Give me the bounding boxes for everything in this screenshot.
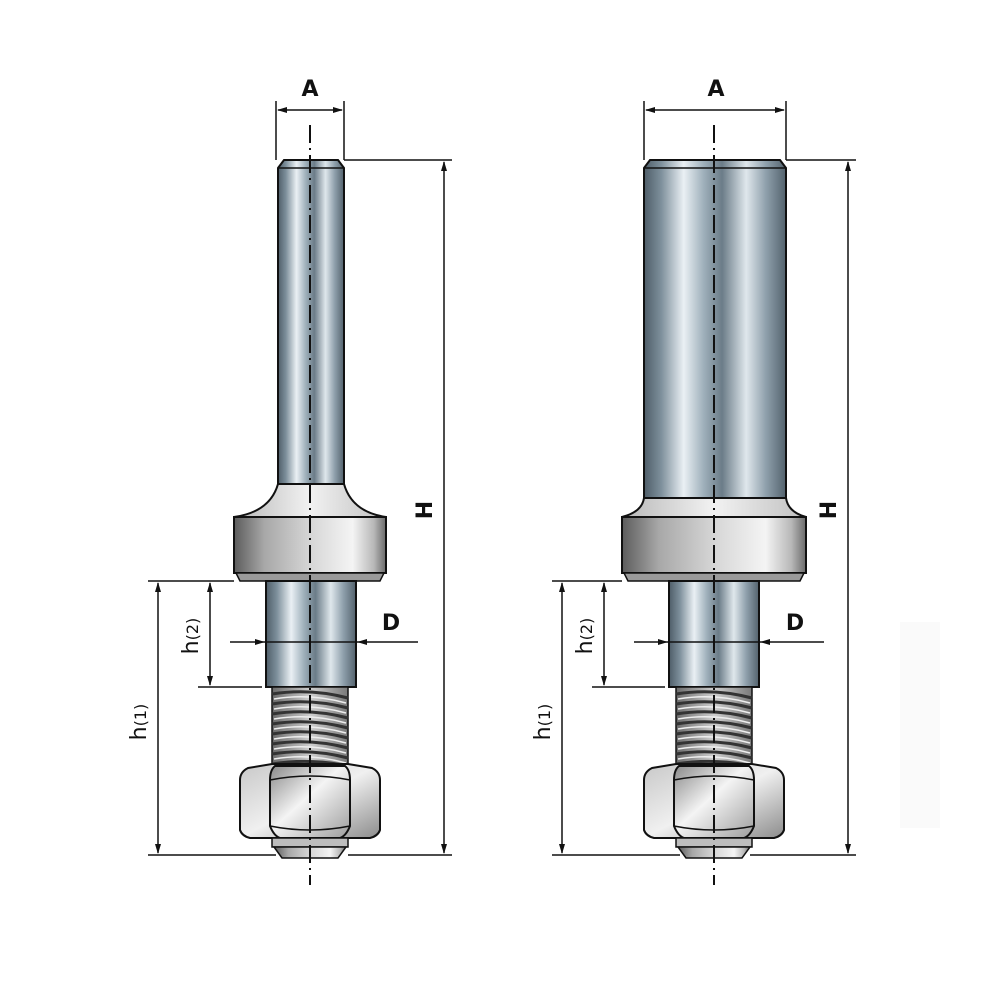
left-label-d: D xyxy=(382,611,400,636)
left-dim-h: H xyxy=(344,159,452,856)
left-label-a: A xyxy=(301,77,318,102)
right-label-h: H xyxy=(817,501,842,519)
background-artifact xyxy=(900,622,940,828)
left-label-h: H xyxy=(413,501,438,519)
left-dim-h2: h(2) xyxy=(179,582,262,688)
right-label-d: D xyxy=(786,611,804,636)
left-dim-h1: h(1) xyxy=(127,580,276,856)
right-pin-drawing: A H h(1) h(2) xyxy=(531,77,856,885)
left-dim-a: A xyxy=(275,77,345,160)
right-label-h2: h(2) xyxy=(573,618,598,655)
left-pin-drawing: A H h(1) h(2) xyxy=(127,77,452,885)
right-dim-d: D xyxy=(634,611,824,645)
right-label-a: A xyxy=(707,77,724,102)
left-dim-d: D xyxy=(230,611,418,645)
right-dim-h2: h(2) xyxy=(573,582,665,688)
right-dim-h: H xyxy=(750,159,856,856)
right-dim-a: A xyxy=(643,77,787,160)
left-label-h1: h(1) xyxy=(127,704,152,741)
right-dim-h1: h(1) xyxy=(531,580,680,856)
left-label-h2: h(2) xyxy=(179,618,204,655)
right-label-h1: h(1) xyxy=(531,704,556,741)
